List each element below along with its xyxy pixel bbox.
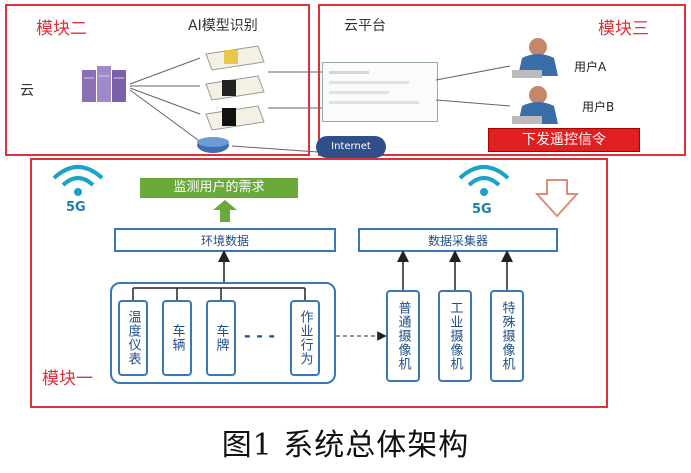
figure-caption: 图1 系统总体架构 [0,420,691,464]
